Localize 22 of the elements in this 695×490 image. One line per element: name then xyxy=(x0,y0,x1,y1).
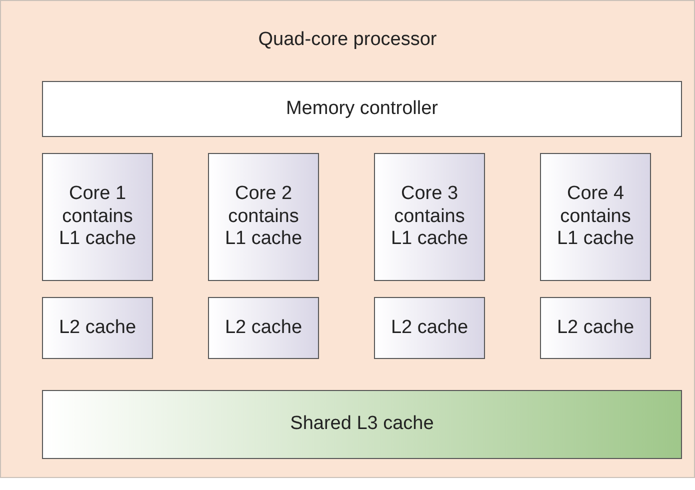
cache-box xyxy=(208,297,319,359)
core-box xyxy=(208,153,319,281)
processor-panel xyxy=(0,0,695,478)
node-label: L2 cache xyxy=(556,316,634,340)
node-label: Core 3 contains L1 cache xyxy=(390,182,470,252)
node-label: Core 2 contains L1 cache xyxy=(224,182,304,252)
node-label: Quad-core processor xyxy=(257,29,438,52)
node-label: Core 4 contains L1 cache xyxy=(556,182,636,252)
cache-box xyxy=(540,297,651,359)
node-label: L2 cache xyxy=(58,316,136,340)
core-box xyxy=(42,153,153,281)
core-box xyxy=(540,153,651,281)
cache-box xyxy=(42,297,153,359)
cache-box xyxy=(42,390,682,459)
node-label: Memory controller xyxy=(286,98,438,120)
node-label: Core 1 contains L1 cache xyxy=(58,182,138,252)
node-label: Shared L3 cache xyxy=(290,413,434,436)
cache-box xyxy=(374,297,485,359)
memory-controller-box xyxy=(42,81,682,137)
node-label: L2 cache xyxy=(390,316,468,340)
core-box xyxy=(374,153,485,281)
node-label: L2 cache xyxy=(224,316,302,340)
